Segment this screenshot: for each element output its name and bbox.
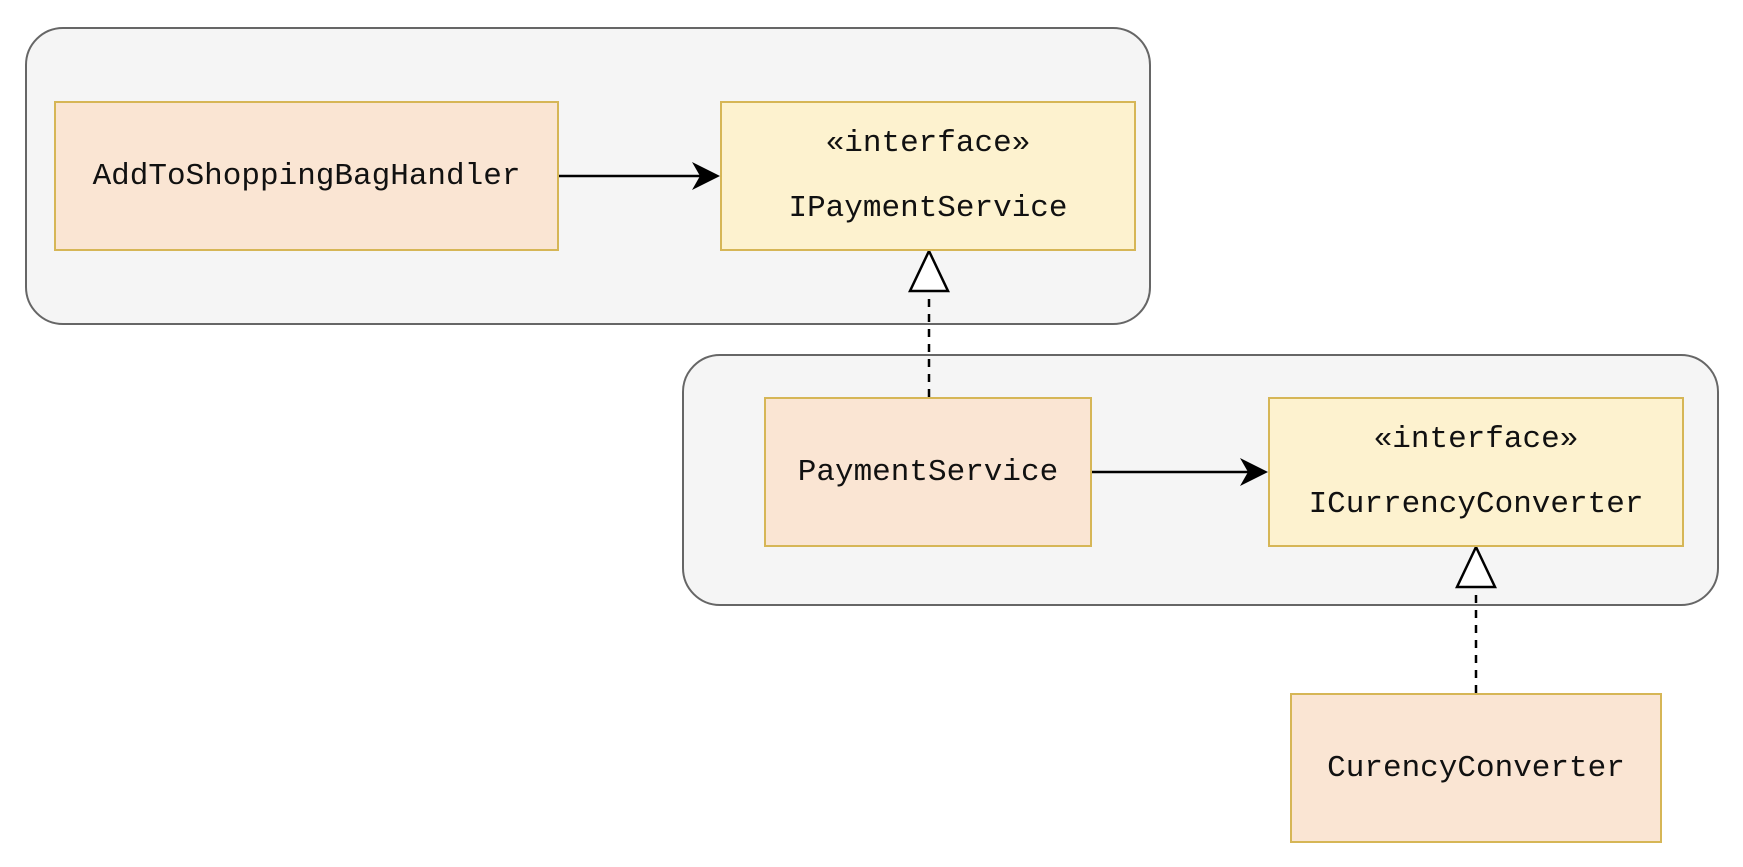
realization-triangle-icurrencyconverter [1455, 544, 1497, 589]
class-curency-converter: CurencyConverter [1290, 693, 1662, 843]
class-payment-service: PaymentService [764, 397, 1092, 547]
stereotype-label: «interface» [825, 126, 1031, 161]
arrowhead-ipaymentservice [692, 162, 720, 190]
realization-triangle-ipaymentservice [908, 248, 950, 293]
class-add-to-shopping-bag-handler: AddToShoppingBagHandler [54, 101, 559, 251]
arrowhead-icurrencyconverter [1240, 458, 1268, 486]
class-name: PaymentService [797, 454, 1059, 490]
class-name: CurencyConverter [1327, 750, 1625, 786]
interface-ipayment-service: «interface» IPaymentService [720, 101, 1136, 251]
class-name: AddToShoppingBagHandler [92, 158, 521, 194]
interface-name: IPaymentService [788, 191, 1068, 226]
interface-name: ICurrencyConverter [1308, 487, 1644, 522]
stereotype-label: «interface» [1373, 422, 1579, 457]
interface-icurrency-converter: «interface» ICurrencyConverter [1268, 397, 1684, 547]
